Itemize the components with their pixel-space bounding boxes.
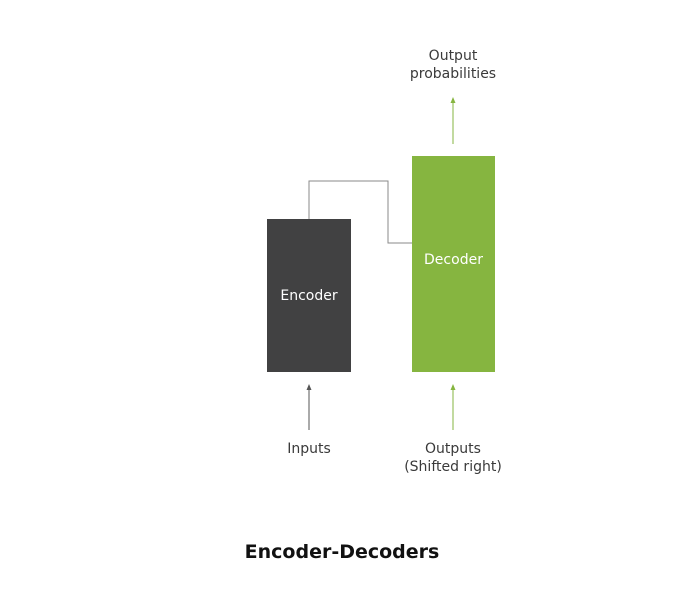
- decoder-label: Decoder: [424, 252, 483, 268]
- encoder-block: Encoder: [267, 219, 351, 372]
- inputs-label: Inputs: [259, 440, 359, 458]
- output-probabilities-line-2: probabilities: [409, 66, 497, 82]
- output-probabilities-line-1: Output: [428, 48, 478, 64]
- inputs-text: Inputs: [287, 441, 331, 457]
- output-probabilities-arrow-head: [450, 97, 456, 103]
- inputs-arrow-head: [306, 384, 312, 390]
- outputs-shifted-line-2: (Shifted right): [404, 459, 502, 475]
- encoder-label: Encoder: [280, 287, 338, 304]
- outputs-shifted-arrow-head: [450, 384, 456, 390]
- outputs-shifted-label: Outputs (Shifted right): [388, 440, 518, 476]
- output-probabilities-label: Output probabilities: [393, 47, 513, 83]
- encoder-to-decoder-connector: [308, 180, 412, 244]
- diagram-title: Encoder-Decoders: [244, 541, 440, 563]
- outputs-shifted-line-1: Outputs: [425, 441, 481, 457]
- decoder-block: Decoder: [412, 156, 495, 372]
